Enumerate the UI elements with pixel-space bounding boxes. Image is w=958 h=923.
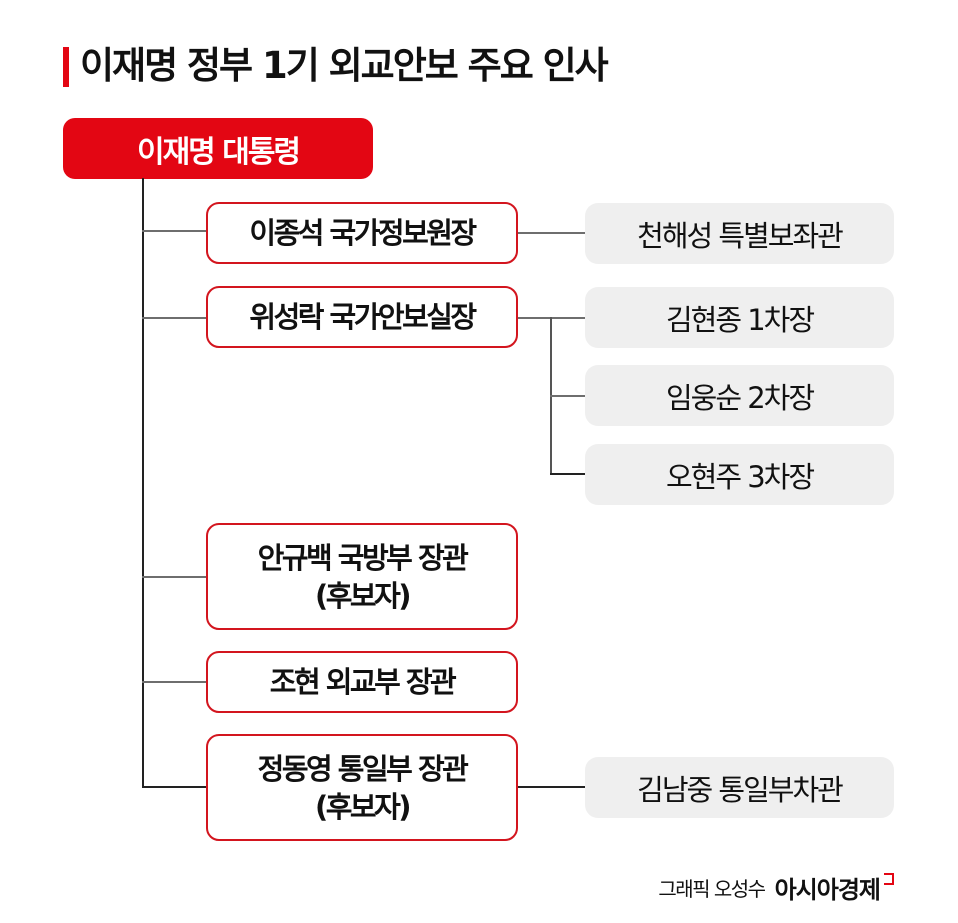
title-accent-bar [63,47,69,87]
branch-node-label: 안규백 국방부 장관 [257,540,469,575]
child-node-unification-vice-minister: 김남중 통일부차관 [585,757,894,818]
connector-line [142,786,206,788]
connector-line [518,232,585,234]
branch-node-label: 이종석 국가정보원장 [249,216,477,250]
branch-node-sublabel: (후보자) [314,578,412,613]
branch-node-defense-minister: 안규백 국방부 장관 (후보자) [206,523,518,630]
branch-node-label: 정동영 통일부 장관 [257,751,469,786]
connector-line [550,395,585,397]
root-node-label: 이재명 대통령 [136,134,301,170]
root-node-president: 이재명 대통령 [63,118,373,179]
child-node-label: 임웅순 2차장 [665,380,815,415]
branch-node-foreign-minister: 조현 외교부 장관 [206,651,518,713]
branch-node-sublabel: (후보자) [314,789,412,824]
trunk-connector-line [142,178,144,788]
child-node-2nd-deputy: 임웅순 2차장 [585,365,894,426]
branch-node-label: 조현 외교부 장관 [269,665,457,699]
connector-line [142,576,206,578]
branch-node-national-security-director: 위성락 국가안보실장 [206,286,518,348]
brand-logo-text: 아시아경제 [774,876,881,904]
child-node-3rd-deputy: 오현주 3차장 [585,444,894,505]
child-node-label: 천해성 특별보좌관 [637,218,844,253]
child-node-label: 오현주 3차장 [665,459,815,494]
graphic-credit: 그래픽 오성수 [658,877,766,901]
child-node-label: 김현종 1차장 [665,302,815,337]
footer-credit: 그래픽 오성수 아시아경제 [658,870,894,905]
page-title: 이재명 정부 1기 외교안보 주요 인사 [80,44,609,87]
child-node-label: 김남중 통일부차관 [637,772,844,807]
child-node-special-advisor: 천해성 특별보좌관 [585,203,894,264]
brand-mark-icon [884,872,894,885]
connector-line [142,681,206,683]
child-node-1st-deputy: 김현종 1차장 [585,287,894,348]
connector-line [518,786,585,788]
branch-node-unification-minister: 정동영 통일부 장관 (후보자) [206,734,518,841]
connector-line [142,230,206,232]
connector-line [142,317,206,319]
branch-node-nis-director: 이종석 국가정보원장 [206,202,518,264]
connector-line [550,473,585,475]
branch-node-label: 위성락 국가안보실장 [249,300,477,334]
